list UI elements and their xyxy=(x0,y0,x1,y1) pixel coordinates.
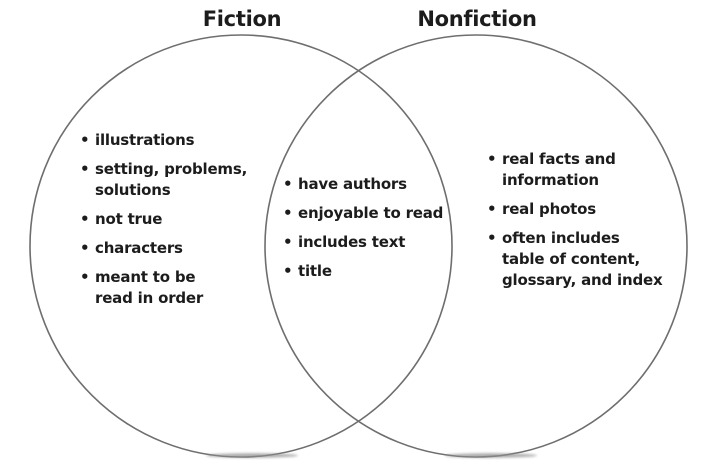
list-item: have authors xyxy=(283,174,455,195)
list-item: often includes table of content, glossar… xyxy=(487,228,687,291)
list-item: illustrations xyxy=(80,130,280,151)
list-item: enjoyable to read xyxy=(283,203,455,224)
list-item: setting, problems, solutions xyxy=(80,159,280,201)
fiction-title: Fiction xyxy=(202,7,282,31)
list-item: includes text xyxy=(283,232,455,253)
list-item: characters xyxy=(80,238,280,259)
list-item: meant to be read in order xyxy=(80,267,280,309)
shared-overlap-list: have authors enjoyable to read includes te… xyxy=(283,174,455,290)
nonfiction-title: Nonfiction xyxy=(417,7,537,31)
list-item: not true xyxy=(80,209,280,230)
scan-smudge-right xyxy=(445,453,537,458)
nonfiction-only-list: real facts and information real photos oft… xyxy=(487,149,687,299)
list-item: real photos xyxy=(487,199,687,220)
list-item: real facts and information xyxy=(487,149,687,191)
scan-smudge-left xyxy=(206,453,298,458)
list-item: title xyxy=(283,261,455,282)
fiction-only-list: illustrations setting, problems, solution… xyxy=(80,130,280,317)
